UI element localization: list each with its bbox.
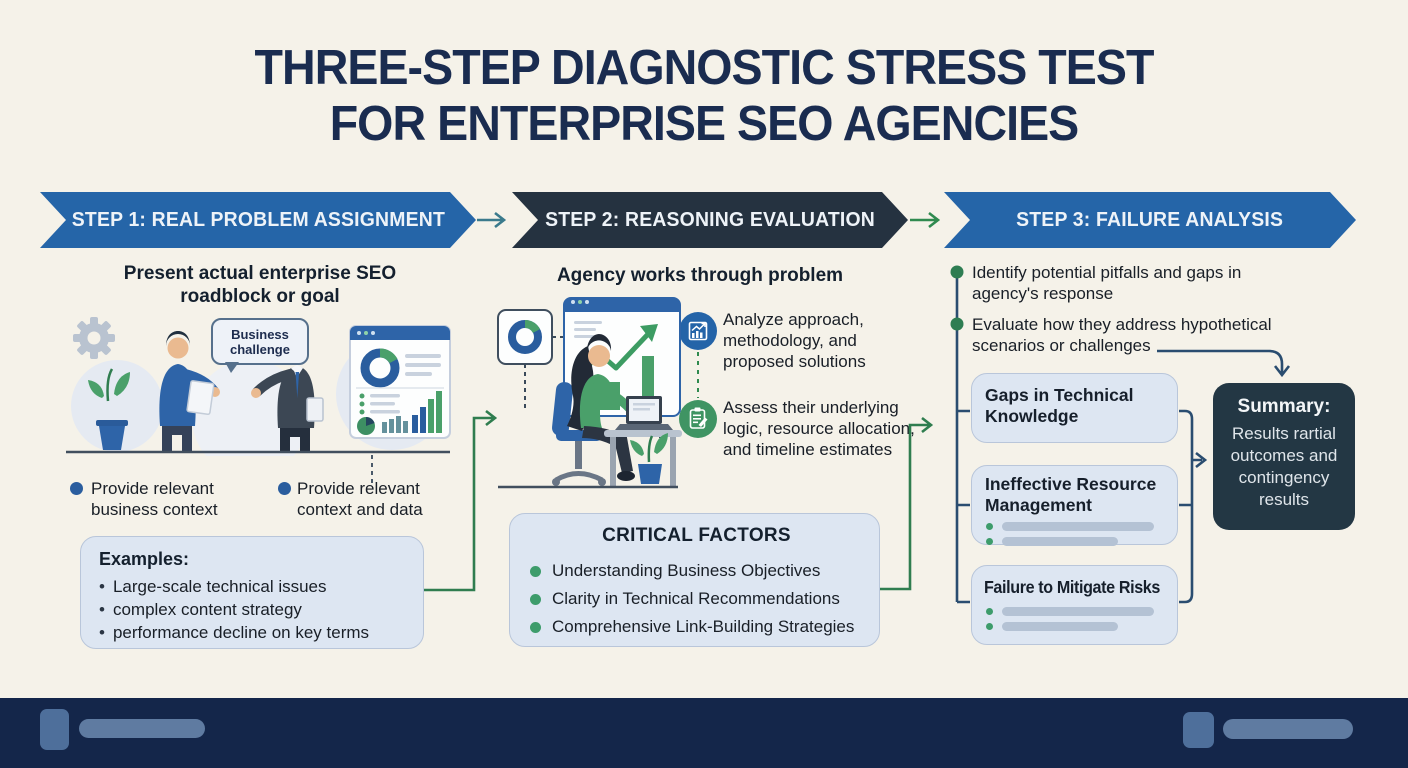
bracket-left	[955, 272, 970, 604]
page-title: THREE-STEP DIAGNOSTIC STRESS TEST FOR EN…	[35, 40, 1373, 152]
arrow-right-icon	[910, 211, 941, 229]
step1-bullet-1: Provide relevant business context	[91, 479, 218, 519]
bracket-right-arrow	[1179, 409, 1208, 604]
summary-box: Summary: Results rartial outcomes and co…	[1213, 383, 1355, 530]
bullet-dot	[986, 623, 993, 630]
bullet-dot	[70, 482, 83, 495]
step1-bullet-2: Provide relevant context and data	[297, 479, 423, 519]
placeholder-bar	[1002, 607, 1154, 616]
step1-heading: Present actual enterprise SEO roadblock …	[123, 263, 397, 307]
summary-title: Summary:	[1237, 396, 1331, 417]
footer-bar	[0, 698, 1408, 768]
critical-factor-item: Clarity in Technical Recommendations	[552, 589, 840, 608]
step3-banner: STEP 3: FAILURE ANALYSIS	[944, 192, 1356, 248]
bullet-dot	[950, 317, 964, 331]
failure-box-label: Ineffective Resource Management	[985, 474, 1157, 515]
bullet-dot	[950, 265, 964, 279]
placeholder-bar	[1002, 622, 1118, 631]
examples-title: Examples:	[99, 549, 190, 569]
bullet-icon: •	[99, 577, 105, 596]
step3-banner-label: STEP 3: FAILURE ANALYSIS	[1016, 208, 1284, 231]
critical-factor-item: Comprehensive Link-Building Strategies	[552, 617, 855, 636]
bullet-dot	[530, 593, 541, 605]
desk-icon	[604, 430, 682, 486]
bullet-dot	[530, 621, 541, 633]
step2-bullet-1: Analyze approach, methodology, and propo…	[723, 310, 866, 371]
bullet-dot	[278, 482, 291, 495]
step1-banner: STEP 1: REAL PROBLEM ASSIGNMENT	[40, 192, 476, 248]
step2-bullet-2: Assess their underlying logic, resource …	[723, 398, 915, 459]
dashboard-icon	[349, 325, 451, 439]
placeholder-bar	[1002, 537, 1118, 546]
clipboard-check-icon	[679, 400, 717, 438]
footer-nav-button-right[interactable]	[1183, 712, 1214, 748]
failure-box-gaps: Gaps in Technical Knowledge	[971, 373, 1178, 443]
step3-bullet-2: Evaluate how they address hypothetical s…	[972, 315, 1272, 355]
bullet-dot	[986, 608, 993, 615]
person-left	[159, 331, 220, 452]
step1-banner-label: STEP 1: REAL PROBLEM ASSIGNMENT	[71, 208, 445, 231]
step2-banner-label: STEP 2: REASONING EVALUATION	[545, 208, 875, 231]
footer-scrollbar-right[interactable]	[1223, 719, 1353, 739]
page-title-line2: FOR ENTERPRISE SEO AGENCIES	[329, 97, 1080, 151]
critical-factor-item: Understanding Business Objectives	[552, 561, 821, 580]
bullet-dot	[986, 538, 993, 545]
footer-nav-button-left[interactable]	[40, 709, 69, 750]
donut-chart-icon	[497, 309, 553, 365]
failure-box-resource: Ineffective Resource Management	[971, 465, 1178, 546]
gear-icon	[73, 317, 115, 359]
example-item: Large-scale technical issues	[112, 577, 327, 596]
failure-box-risks: Failure to Mitigate Risks	[971, 565, 1178, 645]
step2-heading: Agency works through problem	[556, 265, 844, 286]
example-item: performance decline on key terms	[112, 623, 370, 642]
step2-banner: STEP 2: REASONING EVALUATION	[512, 192, 908, 248]
bullet-icon: •	[99, 600, 105, 619]
chart-growth-icon	[679, 312, 717, 350]
step3-bullet-1: Identify potential pitfalls and gaps in …	[972, 263, 1242, 303]
example-item: complex content strategy	[112, 600, 302, 619]
bullet-dot	[530, 565, 541, 577]
critical-factors-title: CRITICAL FACTORS	[602, 525, 791, 546]
placeholder-bar	[1002, 522, 1154, 531]
critical-factors-box: CRITICAL FACTORS Understanding Business …	[509, 513, 880, 647]
plant-icon	[88, 368, 130, 450]
speech-bubble: Business challenge	[211, 318, 309, 373]
bullet-dot	[986, 523, 993, 530]
page-title-line1: THREE-STEP DIAGNOSTIC STRESS TEST	[254, 41, 1155, 95]
examples-box: Examples: •Large-scale technical issues …	[80, 536, 424, 649]
failure-box-label: Gaps in Technical Knowledge	[985, 385, 1134, 426]
arrow-right-icon	[477, 211, 507, 229]
plant-icon	[630, 433, 668, 484]
analyst-at-desk-illustration	[497, 297, 682, 489]
summary-text: Results rartial outcomes and contingency…	[1230, 424, 1338, 509]
laptop-icon	[615, 396, 673, 430]
failure-box-label: Failure to Mitigate Risks	[983, 577, 1160, 597]
bullet-icon: •	[99, 623, 105, 642]
footer-scrollbar-left[interactable]	[79, 719, 205, 738]
